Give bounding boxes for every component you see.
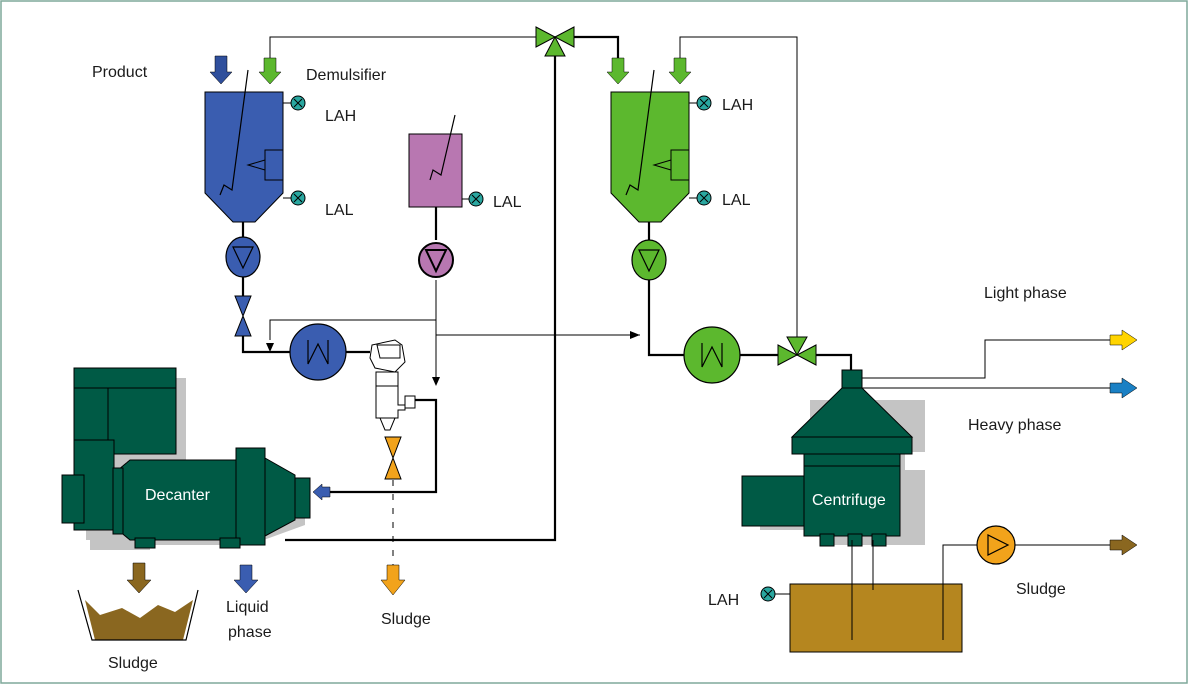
centrifuge-label: Centrifuge	[812, 492, 886, 509]
light-phase-arrow-icon	[1109, 329, 1138, 351]
product-valve-icon	[234, 295, 252, 337]
cyclone-sludge-arrow-icon	[380, 564, 406, 596]
liquid-phase-label-line2: phase	[228, 624, 272, 641]
lal-label-3: LAL	[722, 192, 751, 209]
green-tank-inlet-2-arrow-icon	[668, 57, 692, 85]
centrifuge-sludge-label: Sludge	[1016, 581, 1066, 598]
demulsifier-label: Demulsifier	[306, 67, 387, 84]
sludge-pump-icon	[976, 525, 1016, 565]
lal-sensor-1-icon	[283, 190, 306, 206]
green-pump-icon	[631, 239, 667, 281]
demulsifier-dosing-assembly	[408, 114, 484, 278]
centrifuge-machine: Centrifuge	[741, 369, 925, 547]
demulsifier-pump-icon	[418, 242, 454, 278]
lah-sensor-3-icon	[760, 586, 790, 602]
cyclone-sludge-label: Sludge	[381, 611, 431, 628]
product-heater-icon	[289, 323, 347, 381]
lah-sensor-2-icon	[689, 95, 712, 111]
top-three-way-valve-icon	[535, 26, 575, 57]
product-label: Product	[92, 64, 148, 81]
decanter-feed-arrow-icon	[312, 483, 331, 501]
heavy-phase-label: Heavy phase	[968, 417, 1061, 434]
green-tank	[610, 91, 690, 223]
lah-sensor-1-icon	[283, 95, 306, 111]
light-phase-label: Light phase	[984, 285, 1067, 302]
lal-sensor-2-icon	[462, 191, 484, 207]
demulsifier-inlet-arrow-icon	[258, 57, 282, 85]
demulsifier-tank	[408, 133, 463, 208]
product-pump-icon	[225, 236, 261, 278]
cyclone-separator	[369, 339, 416, 431]
green-three-way-valve-icon	[777, 336, 817, 366]
product-tank	[204, 91, 284, 223]
heavy-phase-arrow-icon	[1109, 377, 1138, 399]
green-tank-inlet-1-arrow-icon	[606, 57, 630, 85]
cyclone-valve-icon	[384, 436, 402, 480]
green-heater-icon	[683, 326, 741, 384]
liquid-phase-label-line1: Liquid	[226, 599, 269, 616]
lah-label-1: LAH	[325, 108, 356, 125]
lah-label-2: LAH	[722, 97, 753, 114]
green-tank-assembly	[606, 57, 817, 384]
lah-label-3: LAH	[708, 592, 739, 609]
sludge-bin	[77, 589, 199, 641]
product-inlet-arrow-icon	[209, 55, 233, 85]
sludge-tank	[789, 583, 963, 653]
lal-sensor-3-icon	[689, 190, 712, 206]
lal-label-2: LAL	[493, 194, 522, 211]
decanter-sludge-arrow-icon	[126, 562, 152, 594]
product-tank-assembly	[204, 55, 347, 381]
liquid-phase-arrow-icon	[233, 564, 259, 594]
decanter-label: Decanter	[145, 487, 211, 504]
decanter-sludge-label: Sludge	[108, 655, 158, 672]
sludge-outlet-arrow-icon	[1109, 534, 1138, 556]
lal-label-1: LAL	[325, 202, 354, 219]
decanter-machine: Decanter	[61, 367, 311, 550]
flow-arrows	[266, 331, 640, 386]
main-pipes	[241, 35, 853, 542]
